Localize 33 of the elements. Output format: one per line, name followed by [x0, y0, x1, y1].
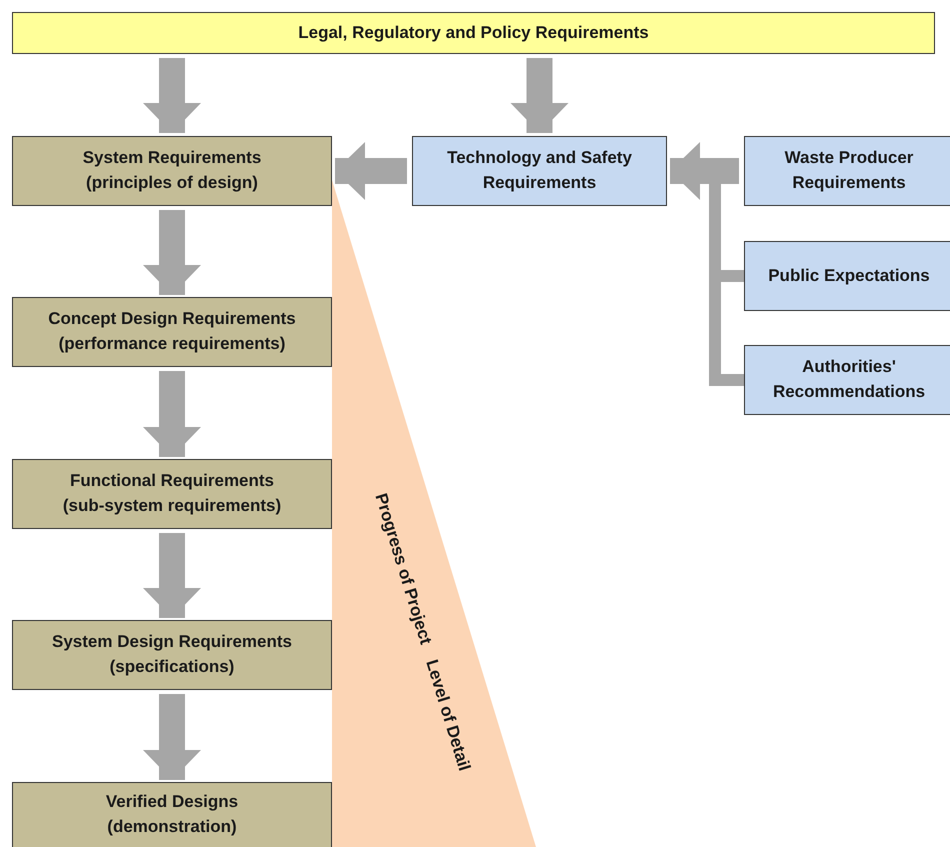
process-box — [12, 620, 332, 690]
box-title: Technology and Safety Requirements — [446, 147, 633, 194]
box-subtitle: (specifications) — [110, 656, 234, 678]
box-subtitle: (demonstration) — [107, 816, 237, 838]
block-arrow — [143, 58, 201, 133]
box-title: Verified Designs — [106, 791, 238, 814]
input-box — [744, 241, 950, 311]
box-title: Authorities' Recommendations — [772, 356, 926, 403]
process-box — [12, 459, 332, 529]
box-title: Concept Design Requirements — [48, 308, 296, 330]
process-box — [12, 136, 332, 206]
block-arrow — [510, 58, 568, 133]
block-arrow — [143, 533, 201, 618]
block-arrow — [335, 142, 407, 200]
process-box — [12, 782, 332, 847]
title-bar — [12, 12, 935, 54]
box-title: System Design Requirements — [52, 631, 292, 654]
box-title: Functional Requirements — [70, 470, 274, 492]
block-arrow — [143, 210, 201, 295]
input-box — [744, 345, 950, 415]
input-box — [412, 136, 667, 206]
box-title: System Requirements — [82, 147, 262, 170]
box-subtitle: (performance requirements) — [58, 333, 286, 355]
block-arrow — [143, 694, 201, 780]
box-subtitle: (principles of design) — [86, 172, 258, 194]
block-arrow — [670, 142, 739, 200]
input-box — [744, 136, 950, 206]
process-box — [12, 297, 332, 367]
block-arrow — [143, 371, 201, 457]
box-title: Legal, Regulatory and Policy Requirements — [298, 22, 649, 44]
box-subtitle: (sub-system requirements) — [62, 495, 282, 517]
box-title: Public Expectations — [768, 264, 930, 287]
box-title: Waste Producer Requirements — [784, 147, 914, 194]
